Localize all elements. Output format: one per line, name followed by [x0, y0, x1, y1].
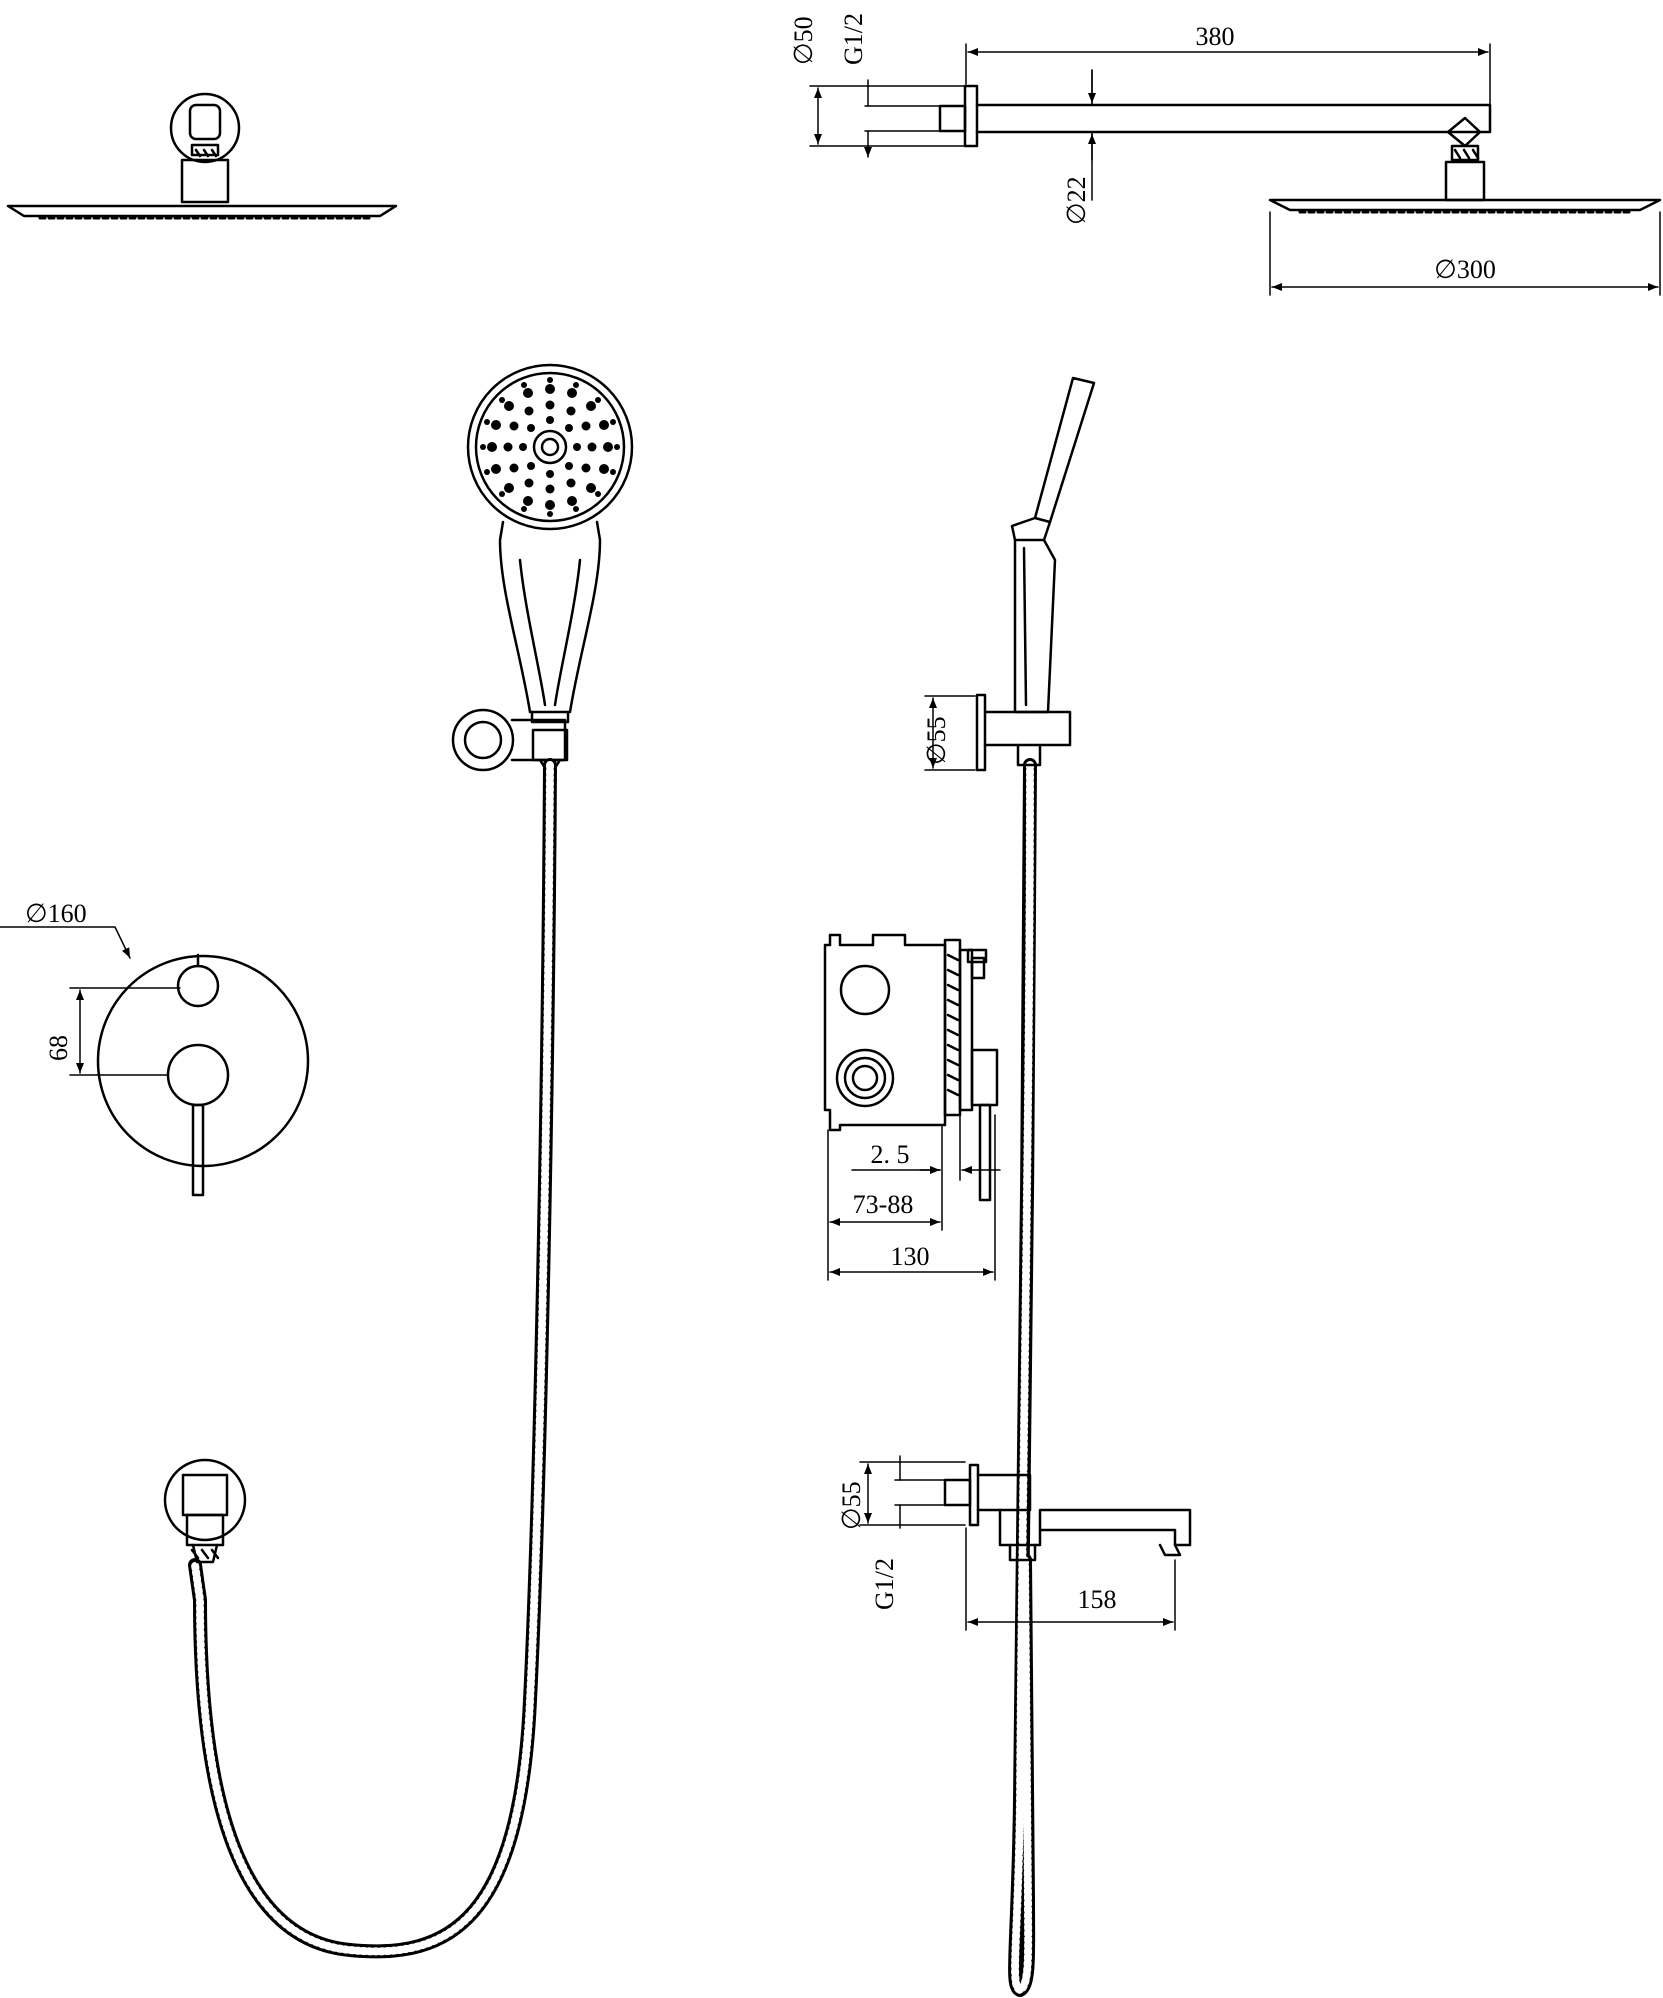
label-holder-diameter: ∅55 [922, 716, 951, 765]
valve-body-side-view [823, 933, 999, 1202]
label-arm-diameter: ∅22 [1062, 176, 1091, 225]
dimension-lines-spout [859, 1455, 1176, 1631]
shower-head-front-view [6, 92, 398, 220]
hose-left [188, 758, 557, 1959]
hand-shower-front-view [451, 363, 634, 772]
dimension-lines-arm [809, 43, 1661, 296]
dimension-lines-valve [827, 1109, 1001, 1281]
label-arm-length: 380 [1196, 22, 1235, 51]
dimension-lines-plate [0, 926, 181, 1076]
label-pipe-diameter: ∅50 [789, 16, 818, 65]
label-handle-spacing: 68 [44, 1035, 73, 1061]
hand-shower-spray-pattern [480, 377, 620, 517]
hand-shower-side-view [975, 376, 1096, 772]
spout-side-view [943, 1463, 1192, 1562]
wall-elbow-front-view [163, 1458, 247, 1564]
label-install-depth: 73-88 [853, 1190, 914, 1219]
label-thread-top: G1/2 [839, 13, 868, 65]
label-plate-diameter: ∅160 [25, 899, 87, 928]
label-elbow-diameter: ∅55 [837, 1481, 866, 1530]
label-plate-thickness: 2. 5 [871, 1140, 910, 1169]
dimension-lines-holder [924, 695, 976, 771]
label-total-depth: 130 [891, 1242, 930, 1271]
label-thread-bottom: G1/2 [870, 1558, 899, 1610]
label-spout-length: 158 [1078, 1585, 1117, 1614]
hose-right [1008, 758, 1037, 1997]
shower-arm-side-view [938, 84, 1662, 214]
label-head-diameter: ∅300 [1434, 255, 1496, 284]
